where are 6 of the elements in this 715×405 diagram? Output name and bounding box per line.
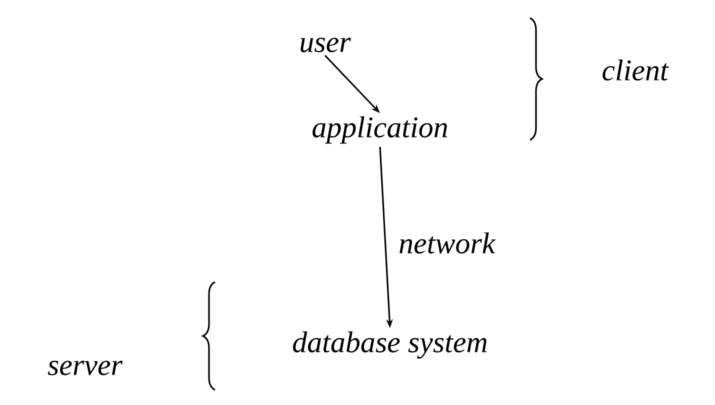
node-text: application	[312, 116, 448, 144]
group-label: server	[48, 360, 123, 376]
edge-label: network	[400, 232, 496, 254]
group-label: client	[602, 59, 669, 81]
node-text: database system	[293, 331, 487, 359]
node-text: user	[300, 38, 351, 52]
